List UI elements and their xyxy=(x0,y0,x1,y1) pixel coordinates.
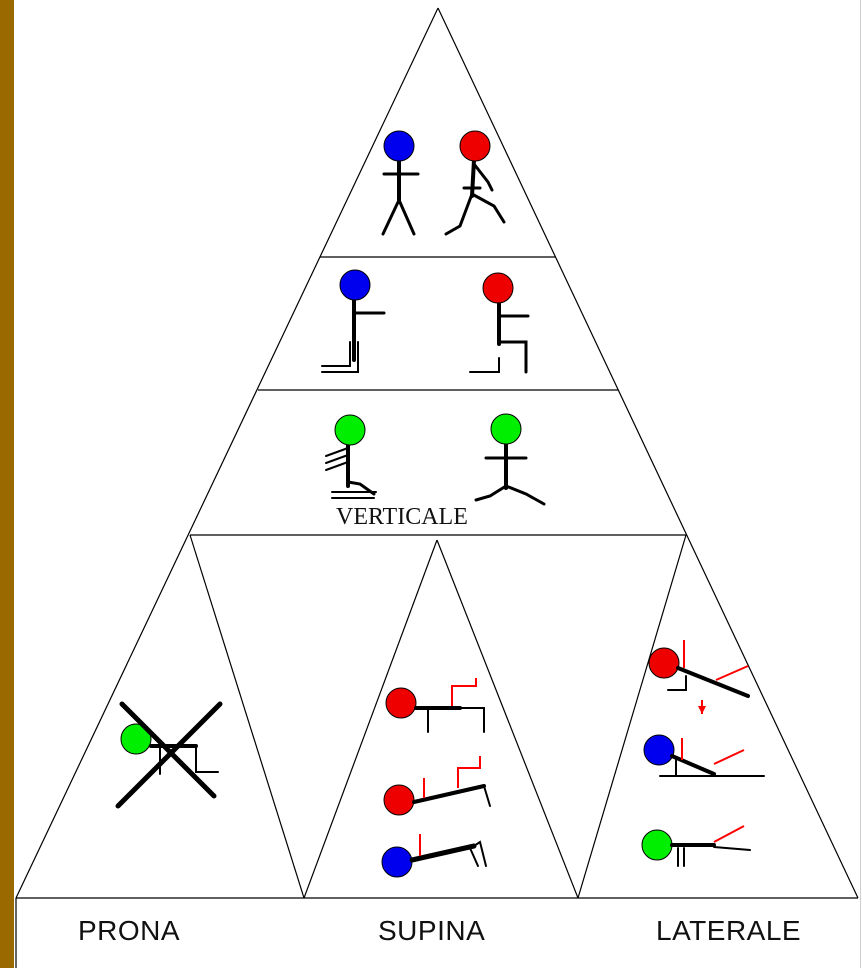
supine-figure-blue-icon xyxy=(381,834,487,878)
supine-caption: SUPINA xyxy=(378,915,486,946)
lateral-figure-blue-icon xyxy=(643,734,765,777)
seated-figure-red-icon xyxy=(469,272,530,374)
standing-figure-blue-icon xyxy=(381,130,420,236)
right-border-line xyxy=(860,0,861,968)
seated-figure-blue-icon xyxy=(321,269,386,373)
supine-figure-red-icon xyxy=(383,756,491,816)
lateral-caption: LATERALE xyxy=(656,915,802,946)
seated-spread-figure-green-icon xyxy=(474,413,546,506)
pyramid-outline xyxy=(15,7,859,968)
lateral-figure-red-icon xyxy=(648,640,750,714)
vertical-tier-label: VERTICALE xyxy=(336,504,468,530)
prone-caption: PRONA xyxy=(78,915,181,946)
walking-figure-red-icon xyxy=(444,130,506,236)
prone-figure-crossed-icon xyxy=(115,701,223,809)
seated-leaning-figure-green-icon xyxy=(325,414,377,499)
supine-figure-red-icon xyxy=(385,678,485,733)
lateral-figure-green-icon xyxy=(641,825,751,867)
left-border-bar xyxy=(0,0,14,968)
